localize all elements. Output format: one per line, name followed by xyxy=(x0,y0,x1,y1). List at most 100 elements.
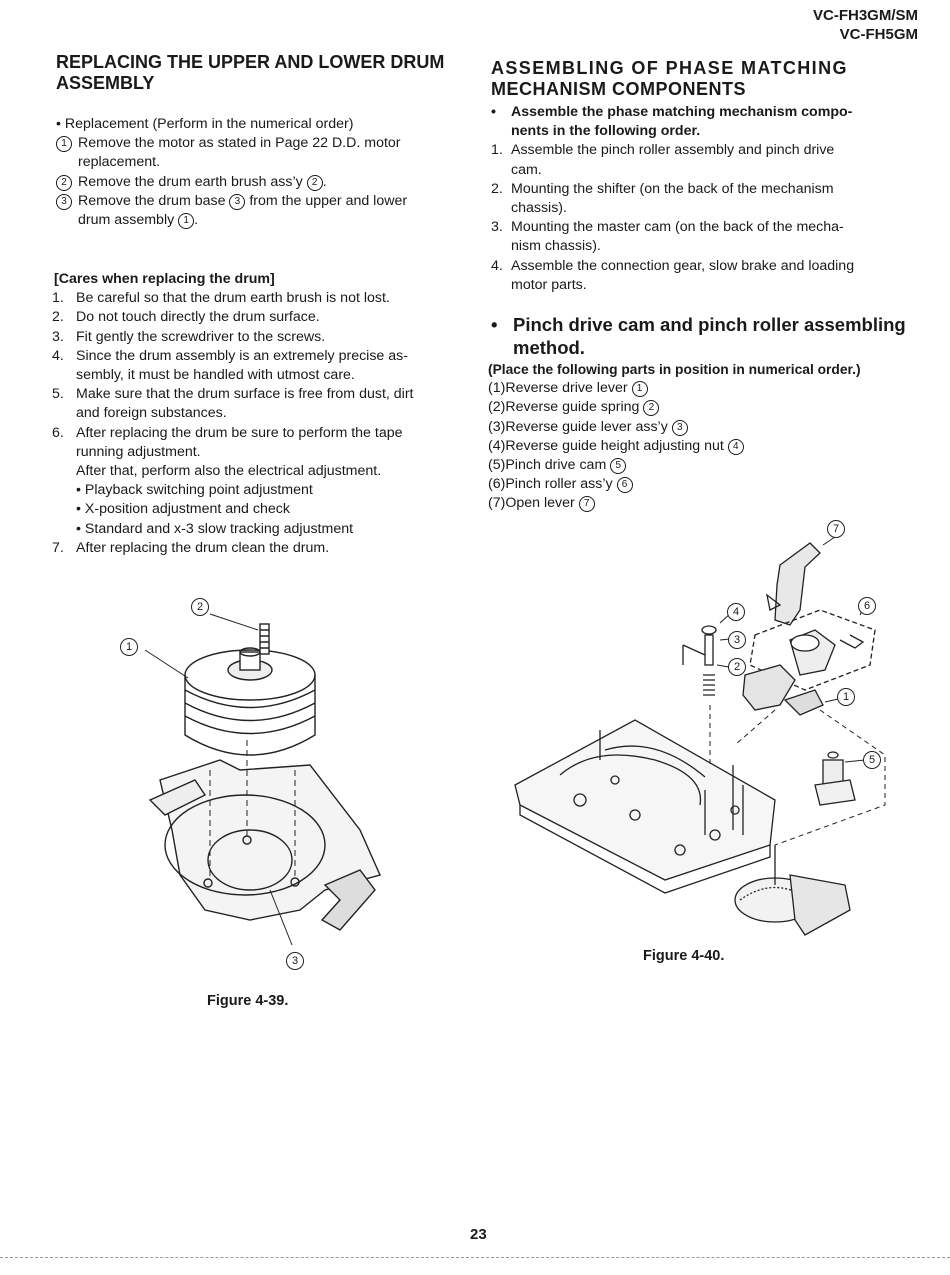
care-number: 1. xyxy=(52,290,64,307)
left-title-line1: REPLACING THE UPPER AND LOWER DRUM xyxy=(56,52,445,72)
assembly-order: • Assemble the phase matching mechanism … xyxy=(491,103,916,295)
parts-list: (Place the following parts in position i… xyxy=(488,360,918,514)
part-ref: 7 xyxy=(578,496,595,513)
page-bottom-rule xyxy=(0,1257,950,1258)
pinch-heading-line2: method. xyxy=(513,337,585,358)
care-item-7: 7. After replacing the drum clean the dr… xyxy=(52,539,472,558)
part-text: Open lever xyxy=(505,495,579,512)
part-ref: 1 xyxy=(631,381,648,398)
phase-mechanism-illustration xyxy=(514,536,886,936)
part-text: Reverse drive lever xyxy=(505,380,632,397)
callout-4: 4 xyxy=(727,603,745,621)
part-number: (1) xyxy=(488,380,506,397)
step-2-text: Remove the drum earth brush ass’y xyxy=(78,173,307,190)
callout-3: 3 xyxy=(728,631,746,649)
care-number: 7. xyxy=(52,539,64,556)
replacement-procedure: • Replacement (Perform in the numerical … xyxy=(56,115,471,230)
order-item-3: 3. Mounting the master cam (on the back … xyxy=(491,218,916,256)
part-text: Reverse guide height adjusting nut xyxy=(505,437,728,454)
care-line: sembly, it must be handled with utmost c… xyxy=(76,367,355,384)
part-number: (2) xyxy=(488,399,506,416)
care-number: 3. xyxy=(52,328,64,345)
step-marker-2: 2 xyxy=(56,174,72,191)
figure-4-40-caption: Figure 4-40. xyxy=(643,948,725,964)
cares-section: [Cares when replacing the drum] 1. Be ca… xyxy=(52,270,472,558)
step-3-line2-ref: 1 xyxy=(178,213,195,230)
part-number: (4) xyxy=(488,437,506,454)
model-number: VC-FH3GM/SM VC-FH5GM xyxy=(813,6,918,44)
step-2-end: . xyxy=(322,173,327,190)
page-number: 23 xyxy=(470,1226,487,1243)
part-item: (1)Reverse drive lever 1 xyxy=(488,379,918,398)
callout-3: 3 xyxy=(286,952,304,970)
cares-heading: [Cares when replacing the drum] xyxy=(54,271,275,287)
part-ref: 3 xyxy=(671,419,688,436)
order-line: Mounting the shifter (on the back of the… xyxy=(511,180,834,197)
right-section-title: ASSEMBLING OF PHASE MATCHING MECHANISM C… xyxy=(491,58,916,100)
assembly-order-list: 1. Assemble the pinch roller assembly an… xyxy=(491,141,916,295)
order-number: 1. xyxy=(491,142,503,159)
part-text: Reverse guide spring xyxy=(505,399,644,416)
step-3-line2-end: . xyxy=(194,212,199,229)
care-line: After that, perform also the electrical … xyxy=(76,463,382,480)
adjustment-list: • Playback switching point adjustment • … xyxy=(76,481,472,539)
order-line: chassis). xyxy=(511,200,567,217)
care-line: Do not touch directly the drum surface. xyxy=(76,309,320,326)
step-marker-3: 3 xyxy=(56,193,72,210)
care-line: running adjustment. xyxy=(76,443,201,460)
care-item-6: 6. After replacing the drum be sure to p… xyxy=(52,424,472,539)
callout-2: 2 xyxy=(191,598,209,616)
part-number: (5) xyxy=(488,457,506,474)
part-number: (7) xyxy=(488,495,506,512)
replacement-step-2: 2 Remove the drum earth brush ass’y 2. xyxy=(56,173,471,192)
assembly-bullet-line1: Assemble the phase matching mechanism co… xyxy=(511,104,853,120)
part-number: (3) xyxy=(488,418,506,435)
care-number: 6. xyxy=(52,424,64,441)
part-ref: 5 xyxy=(610,458,627,475)
pinch-heading: • Pinch drive cam and pinch roller assem… xyxy=(491,313,921,359)
order-number: 3. xyxy=(491,219,503,236)
order-line: nism chassis). xyxy=(511,238,601,255)
step-2-ref: 2 xyxy=(306,174,323,191)
part-item: (5)Pinch drive cam 5 xyxy=(488,456,918,475)
part-text: Pinch roller ass’y xyxy=(505,476,617,493)
care-number: 4. xyxy=(52,347,64,364)
callout-1: 1 xyxy=(120,638,138,656)
replacement-step-3: 3 Remove the drum base 3 from the upper … xyxy=(56,192,471,230)
care-item-3: 3. Fit gently the screwdriver to the scr… xyxy=(52,328,472,347)
assembly-bullet: • Assemble the phase matching mechanism … xyxy=(491,103,916,141)
step-3-line2: drum assembly xyxy=(78,212,179,229)
part-ref: 4 xyxy=(727,438,744,455)
care-line: After replacing the drum clean the drum. xyxy=(76,539,330,556)
order-line: Assemble the connection gear, slow brake… xyxy=(511,257,855,274)
part-ref: 6 xyxy=(616,477,633,494)
order-number: 4. xyxy=(491,257,503,274)
order-number: 2. xyxy=(491,180,503,197)
care-line: Be careful so that the drum earth brush … xyxy=(76,290,390,307)
part-number: (6) xyxy=(488,476,506,493)
part-item: (3)Reverse guide lever ass’y 3 xyxy=(488,418,918,437)
order-line: motor parts. xyxy=(511,276,587,293)
pinch-heading-line1: Pinch drive cam and pinch roller assembl… xyxy=(513,314,906,335)
care-line: After replacing the drum be sure to perf… xyxy=(76,424,403,441)
step-3-text: Remove the drum base xyxy=(78,192,230,209)
place-note: (Place the following parts in position i… xyxy=(488,362,861,377)
care-line: Since the drum assembly is an extremely … xyxy=(76,347,408,364)
callout-5: 5 xyxy=(863,751,881,769)
care-line: and foreign substances. xyxy=(76,405,227,422)
part-item: (4)Reverse guide height adjusting nut 4 xyxy=(488,437,918,456)
step-3-ref: 3 xyxy=(229,193,246,210)
callout-1: 1 xyxy=(837,688,855,706)
order-line: Assemble the pinch roller assembly and p… xyxy=(511,142,835,159)
adjustment-item: • Standard and x-3 slow tracking adjustm… xyxy=(76,520,354,537)
part-text: Reverse guide lever ass’y xyxy=(505,418,672,435)
figure-4-39-caption: Figure 4-39. xyxy=(207,993,289,1009)
assembly-bullet-line2: nents in the following order. xyxy=(511,123,701,140)
model-number-line2: VC-FH5GM xyxy=(839,26,918,43)
bullet-icon: • xyxy=(491,104,496,120)
care-item-4: 4. Since the drum assembly is an extreme… xyxy=(52,347,472,385)
callout-7: 7 xyxy=(827,520,845,538)
care-number: 5. xyxy=(52,386,64,403)
order-line: cam. xyxy=(511,161,542,178)
right-title-line1: ASSEMBLING OF PHASE MATCHING xyxy=(491,58,848,78)
